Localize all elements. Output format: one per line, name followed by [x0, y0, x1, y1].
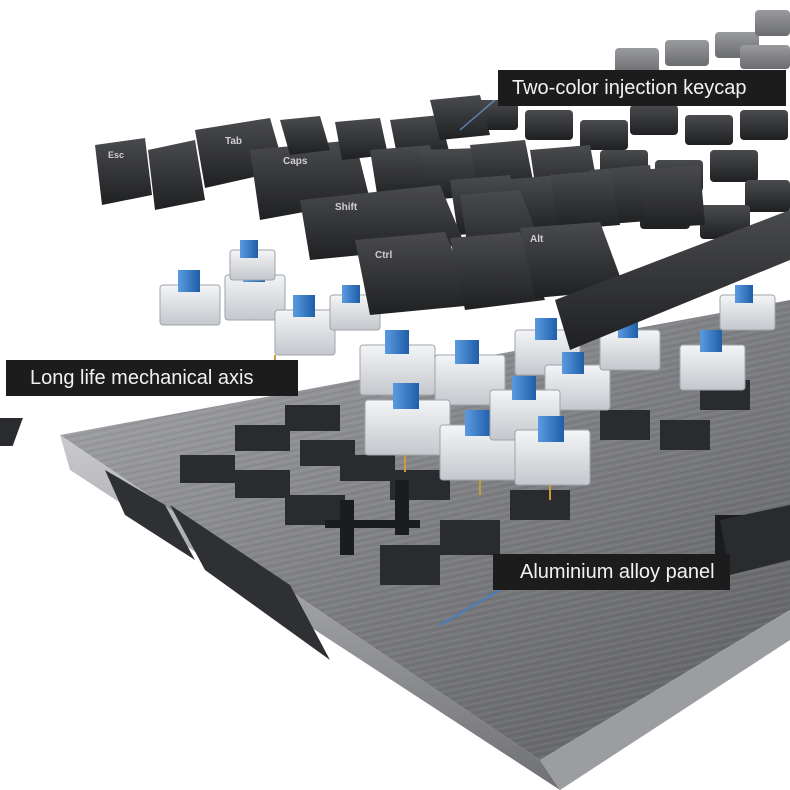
side-strip: [720, 505, 790, 575]
keycap-legend: Ctrl: [375, 250, 392, 261]
keycap-alt: Alt: [520, 222, 625, 298]
plate-cutouts: [0, 380, 750, 585]
keycap-ctrl: Ctrl: [355, 232, 475, 315]
keycap-legend: Tab: [225, 136, 242, 147]
mechanical-switches: [159, 240, 776, 500]
keycap-legend: Esc: [108, 150, 124, 160]
keycap-tilde: [148, 140, 205, 210]
switch-callout: Long life mechanical axis: [6, 360, 298, 396]
keycap-win: [450, 232, 545, 310]
keycap-legend: Alt: [530, 234, 544, 245]
panel-callout: Aluminium alloy panel: [493, 554, 730, 590]
keycap-legend: Shift: [335, 202, 358, 213]
keycap-esc: Esc: [95, 138, 152, 205]
keycap-spacebar: [555, 210, 790, 350]
keycaps: Esc Tab Caps Shi: [95, 95, 790, 350]
keycap-callout: Two-color injection keycap: [498, 70, 786, 106]
keycap-legend: Caps: [283, 156, 308, 167]
